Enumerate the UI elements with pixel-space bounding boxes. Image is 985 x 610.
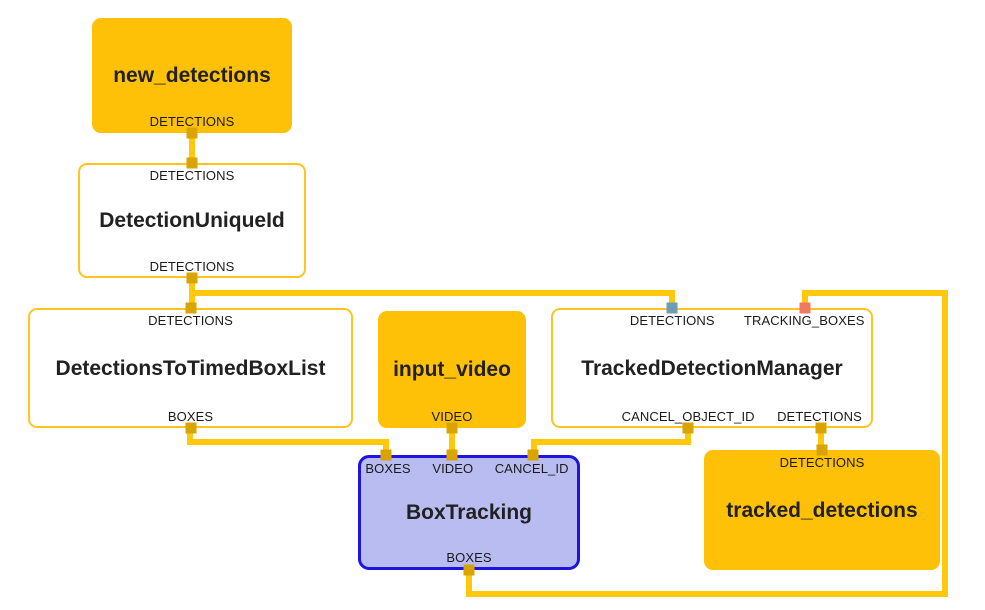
input-port-label-detections: DETECTIONS	[779, 455, 865, 470]
output-port-label-detections: DETECTIONS	[149, 259, 235, 274]
output-port-row: VIDEO	[380, 406, 524, 426]
input-port-row: DETECTIONS TRACKING_BOXES	[553, 310, 871, 330]
output-port-DetectionUniqueId-detections[interactable]	[186, 272, 198, 284]
output-port-label-video: VIDEO	[431, 409, 473, 424]
input-port-label-detections: DETECTIONS	[148, 313, 233, 328]
input-port-row: DETECTIONS	[80, 165, 304, 185]
output-port-BoxTracking-boxes[interactable]	[463, 564, 475, 576]
output-port-row: BOXES	[30, 406, 351, 426]
output-port-TrackedDetectionManager-detections[interactable]	[815, 422, 827, 434]
output-port-label-detections: DETECTIONS	[149, 114, 235, 129]
input-port-row: BOXES VIDEO CANCEL_ID	[361, 458, 577, 478]
output-port-row: DETECTIONS	[94, 111, 290, 131]
node-body: tracked_detections	[706, 472, 938, 548]
input-port-label-detections: DETECTIONS	[629, 313, 715, 328]
output-port-new_detections-detections[interactable]	[186, 127, 198, 139]
input-port-label-cancel_id: CANCEL_ID	[494, 461, 569, 476]
node-title: BoxTracking	[405, 501, 533, 524]
input-port-BoxTracking-video[interactable]	[446, 449, 458, 461]
input-port-row: DETECTIONS	[30, 310, 351, 330]
input-port-TrackedDetectionManager-detections[interactable]	[666, 302, 678, 314]
input-port-row	[94, 20, 290, 40]
node-body: new_detections	[94, 40, 290, 111]
node-TrackedDetectionManager[interactable]: DETECTIONS TRACKING_BOXES TrackedDetection…	[551, 308, 873, 428]
node-title: TrackedDetectionManager	[581, 356, 843, 380]
output-port-input_video-video[interactable]	[446, 422, 458, 434]
node-body: BoxTracking	[361, 478, 577, 547]
output-port-row	[706, 548, 938, 568]
input-port-label-tracking_boxes: TRACKING_BOXES	[743, 313, 865, 328]
input-port-tracked_detections-detections[interactable]	[816, 444, 828, 456]
node-title: new_detections	[113, 64, 271, 87]
edge-e3[interactable]	[192, 290, 675, 308]
output-port-DetectionsToTimedBoxList-boxes[interactable]	[185, 422, 196, 434]
node-title: tracked_detections	[726, 498, 918, 522]
input-port-TrackedDetectionManager-tracking_boxes[interactable]	[799, 302, 811, 314]
edge-e6[interactable]	[531, 428, 691, 455]
node-title: DetectionUniqueId	[99, 209, 285, 232]
node-title: input_video	[393, 358, 511, 381]
output-port-label-boxes: BOXES	[446, 550, 492, 565]
node-tracked_detections[interactable]: DETECTIONS tracked_detections	[704, 450, 940, 570]
input-port-BoxTracking-cancel_id[interactable]	[527, 449, 539, 461]
input-port-label-detections: DETECTIONS	[149, 168, 235, 183]
edge-e4[interactable]	[187, 428, 389, 455]
input-port-BoxTracking-boxes[interactable]	[380, 449, 392, 461]
node-body: DetectionsToTimedBoxList	[30, 330, 351, 406]
node-title: DetectionsToTimedBoxList	[55, 356, 326, 380]
input-port-label-boxes: BOXES	[365, 461, 411, 476]
output-port-label-boxes: BOXES	[167, 409, 214, 424]
output-port-TrackedDetectionManager-cancel_object_id[interactable]	[682, 422, 694, 434]
input-port-DetectionUniqueId-detections[interactable]	[186, 157, 198, 169]
input-port-DetectionsToTimedBoxList-detections[interactable]	[185, 302, 196, 314]
input-port-row	[380, 313, 524, 333]
input-port-label-video: VIDEO	[432, 461, 474, 476]
node-body: DetectionUniqueId	[80, 185, 304, 256]
node-body: TrackedDetectionManager	[553, 330, 871, 406]
output-port-row: DETECTIONS	[80, 256, 304, 276]
node-body: input_video	[380, 333, 524, 406]
